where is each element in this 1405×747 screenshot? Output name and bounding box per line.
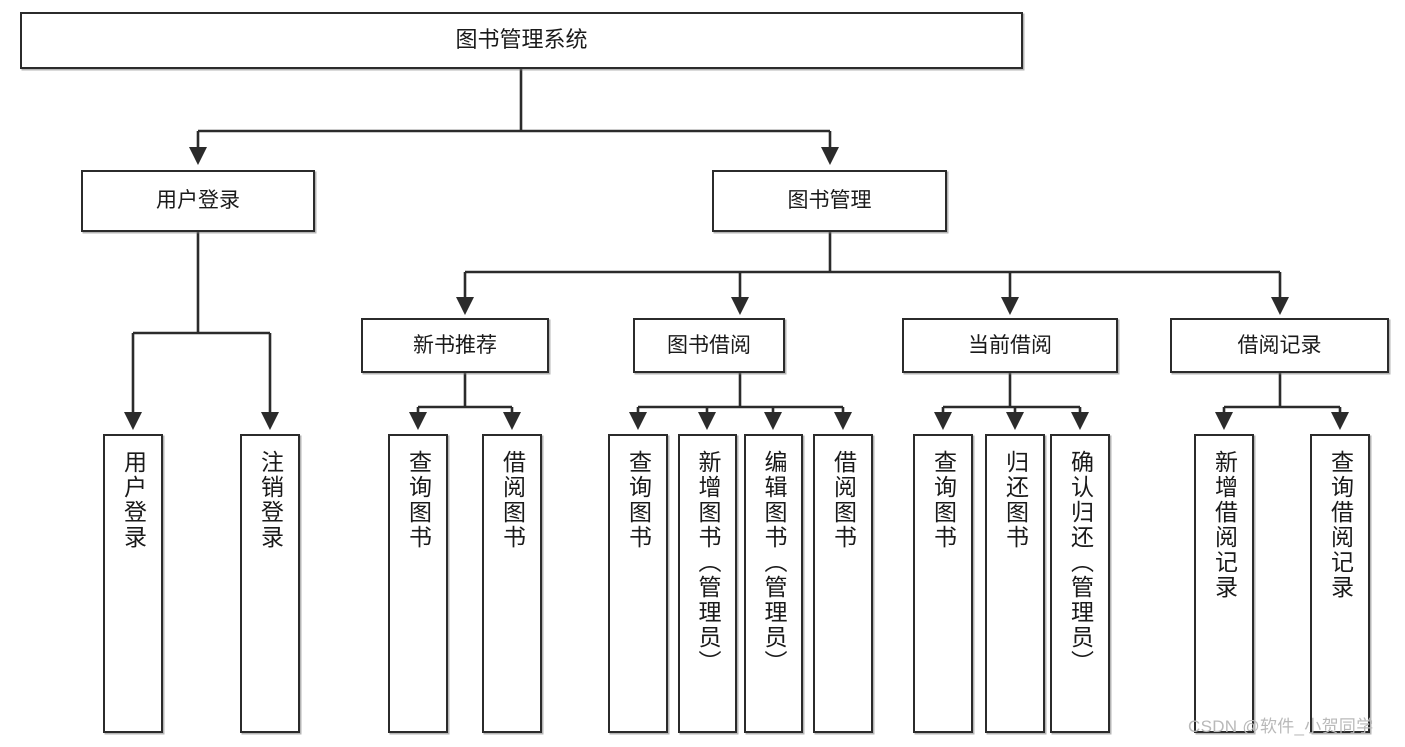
node-book-borrow[interactable]: 图书借阅	[633, 318, 785, 373]
node-label: 用户登录	[156, 189, 240, 213]
node-label: 查询图书	[625, 450, 652, 550]
node-label: 编辑图书（管理员）	[761, 450, 787, 675]
node-root-system[interactable]: 图书管理系统	[20, 12, 1023, 69]
node-label: 当前借阅	[968, 333, 1052, 357]
leaf-query-book-borrow[interactable]: 查询图书	[608, 434, 668, 733]
node-label: 借阅图书	[830, 450, 857, 550]
node-label: 新增图书（管理员）	[695, 450, 721, 675]
node-label: 确认归还（管理员）	[1067, 450, 1094, 675]
node-current-borrow[interactable]: 当前借阅	[902, 318, 1118, 373]
node-label: 注销登录	[257, 450, 284, 550]
leaf-borrow-book-recommend[interactable]: 借阅图书	[482, 434, 542, 733]
leaf-query-borrow-record[interactable]: 查询借阅记录	[1310, 434, 1370, 733]
node-label: 图书借阅	[667, 333, 751, 357]
node-label: 新书推荐	[413, 333, 497, 357]
node-label: 借阅记录	[1237, 333, 1322, 357]
leaf-logout[interactable]: 注销登录	[240, 434, 300, 733]
node-new-book-recommend[interactable]: 新书推荐	[361, 318, 549, 373]
leaf-add-borrow-record[interactable]: 新增借阅记录	[1194, 434, 1254, 733]
node-book-management[interactable]: 图书管理	[712, 170, 947, 232]
leaf-return-book[interactable]: 归还图书	[985, 434, 1045, 733]
node-borrow-record[interactable]: 借阅记录	[1170, 318, 1389, 373]
node-label: 新增借阅记录	[1211, 450, 1238, 600]
leaf-query-book-recommend[interactable]: 查询图书	[388, 434, 448, 733]
node-label: 借阅图书	[499, 450, 526, 550]
leaf-edit-book-admin[interactable]: 编辑图书（管理员）	[744, 434, 803, 733]
node-label: 查询借阅记录	[1327, 450, 1354, 600]
leaf-confirm-return-admin[interactable]: 确认归还（管理员）	[1050, 434, 1110, 733]
leaf-query-book-current[interactable]: 查询图书	[913, 434, 973, 733]
node-label: 用户登录	[120, 450, 147, 550]
leaf-user-login[interactable]: 用户登录	[103, 434, 163, 733]
node-user-login[interactable]: 用户登录	[81, 170, 315, 232]
watermark: CSDN @软件_小贺同学	[1188, 717, 1374, 736]
node-label: 图书管理系统	[455, 27, 588, 53]
node-label: 查询图书	[405, 450, 432, 550]
node-label: 图书管理	[787, 189, 872, 213]
node-label: 归还图书	[1002, 450, 1029, 550]
leaf-borrow-book[interactable]: 借阅图书	[813, 434, 873, 733]
node-label: 查询图书	[930, 450, 957, 550]
leaf-add-book-admin[interactable]: 新增图书（管理员）	[678, 434, 737, 733]
